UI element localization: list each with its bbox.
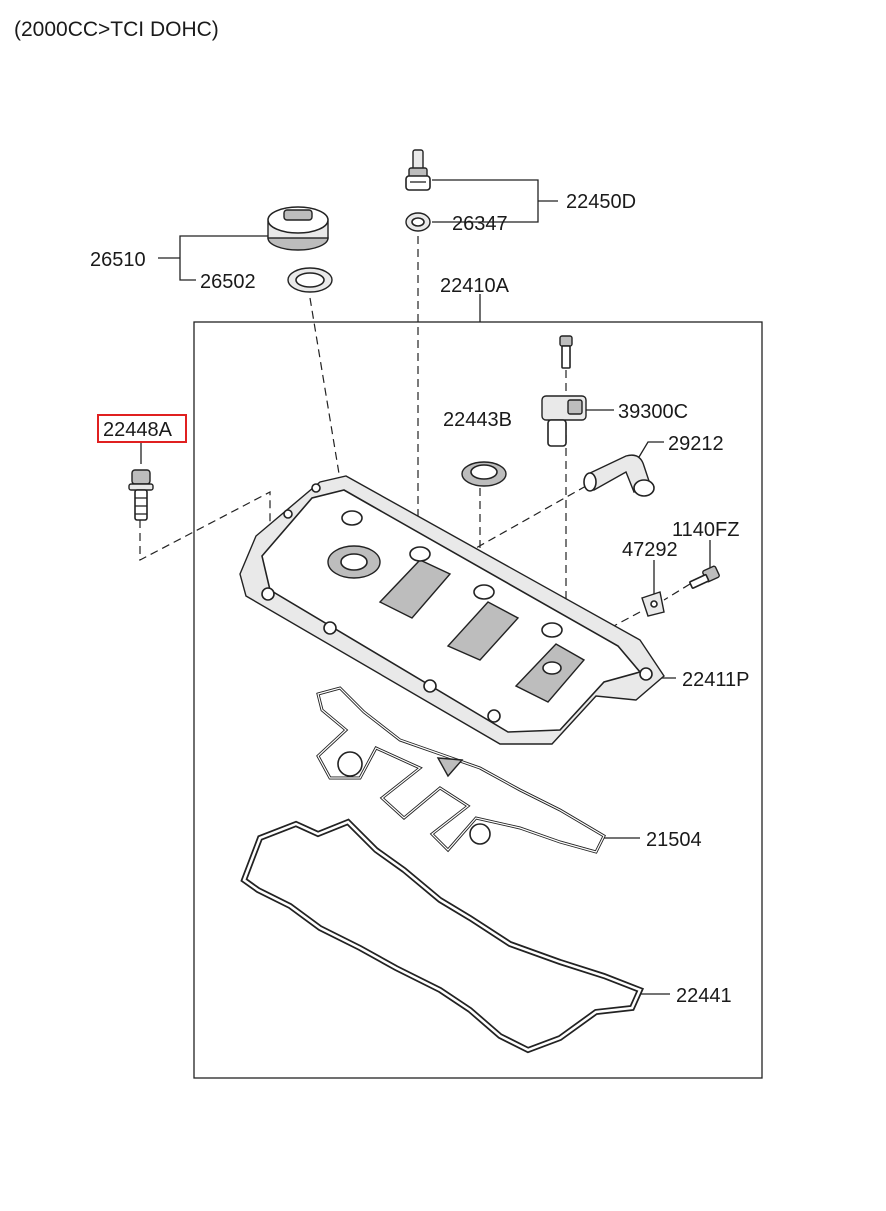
label-1140fz[interactable]: 1140FZ [672, 519, 739, 541]
bracket-47292-icon[interactable] [641, 591, 665, 617]
label-39300c[interactable]: 39300C [618, 401, 688, 423]
label-22410a[interactable]: 22410A [440, 275, 510, 297]
diagram-title: (2000CC>TCI DOHC) [14, 18, 219, 41]
label-22411p[interactable]: 22411P [682, 669, 749, 691]
label-26347[interactable]: 26347 [452, 213, 508, 235]
label-22448a[interactable]: 22448A [103, 419, 173, 441]
label-26510[interactable]: 26510 [90, 249, 146, 271]
bolt-39300c-icon[interactable] [559, 335, 573, 369]
o-ring-26347-icon[interactable] [405, 212, 431, 232]
cap-gasket-26502-icon[interactable] [287, 267, 333, 293]
label-29212[interactable]: 29212 [668, 433, 724, 455]
label-22443b[interactable]: 22443B [443, 409, 512, 431]
selected-part-highlight [97, 414, 187, 443]
label-21504[interactable]: 21504 [646, 829, 702, 851]
sensor-39300c-icon[interactable] [541, 395, 587, 447]
oil-cap-26510-icon[interactable] [267, 206, 329, 251]
leader-lines [140, 179, 711, 995]
gasket-21504-icon[interactable] [316, 686, 606, 854]
label-22441[interactable]: 22441 [676, 985, 732, 1007]
bolt-1140fz-icon[interactable] [689, 565, 720, 589]
bolt-22448a-icon[interactable] [128, 469, 154, 521]
label-47292[interactable]: 47292 [622, 539, 678, 561]
hose-29212-icon[interactable] [583, 454, 655, 497]
sensor-22450d-icon[interactable] [405, 149, 431, 191]
label-26502[interactable]: 26502 [200, 271, 256, 293]
gasket-22441-icon[interactable] [240, 818, 645, 1054]
cylinder-head-cover-22411p-icon[interactable] [239, 475, 665, 745]
assembly-frame [193, 321, 763, 1079]
seal-22443b-icon[interactable] [461, 461, 507, 487]
label-22450d[interactable]: 22450D [566, 191, 636, 213]
